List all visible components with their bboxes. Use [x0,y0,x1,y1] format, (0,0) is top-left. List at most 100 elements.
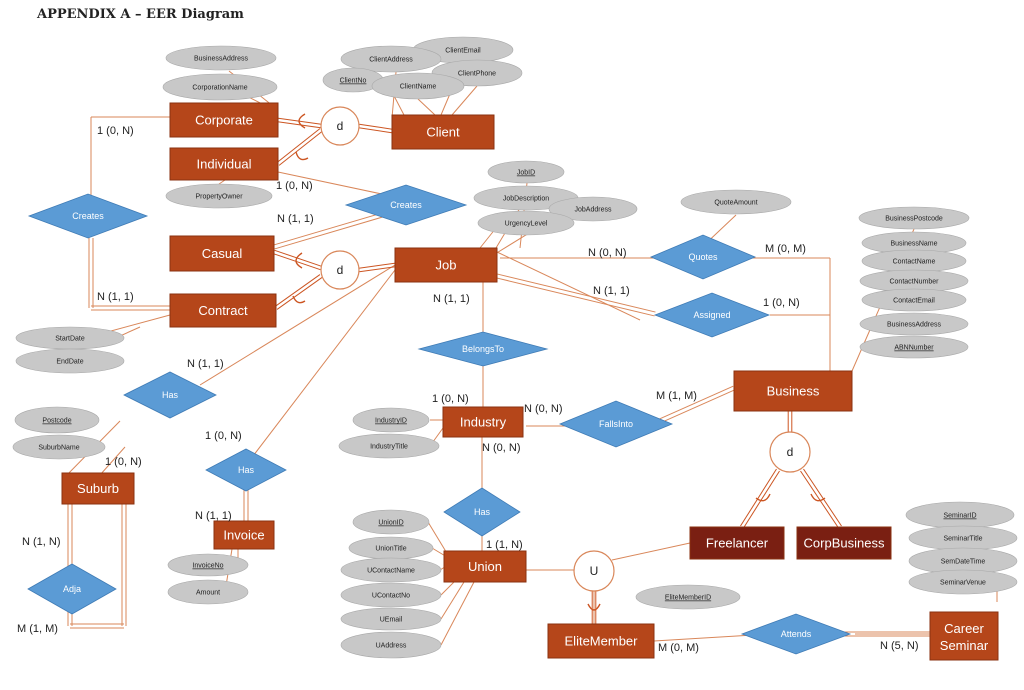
relationship-diamond [27,563,117,615]
attribute-unionid: UnionID [352,509,430,535]
attribute-uniontitle: UnionTitle [348,536,434,560]
attribute-label: ContactEmail [893,298,935,305]
attribute-enddate: EndDate [15,348,125,374]
cardinality-label: N (1, 1) [187,358,224,370]
attribute-ellipse [340,45,442,73]
relationship-diamond [443,487,521,537]
relationship-label: Attends [781,629,812,639]
attribute-businessaddress: BusinessAddress [859,312,969,336]
entity-label: CorpBusiness [804,536,885,551]
relationship-label: Creates [390,200,422,210]
inheritance-line [359,123,393,130]
cardinality-label: 1 (1, N) [486,539,523,551]
cardinality-label: 1 (0, N) [105,456,142,468]
inheritance-line [359,266,396,273]
attribute-contactname: ContactName [861,249,967,273]
inheritance-line [276,277,323,310]
attribute-ellipse [12,434,106,460]
relationship-label: Has [162,390,179,400]
connector-line [451,85,478,116]
attribute-ellipse [477,210,575,236]
specialization-label: d [337,263,344,277]
entity-client: Client [391,114,495,150]
inheritance-line [273,253,321,271]
attribute-ellipse [165,45,277,71]
relationship-diamond [649,234,757,280]
attribute-businessaddress: BusinessAddress [165,45,277,71]
attribute-clientname: ClientName [371,72,465,100]
attribute-label: SeminarTitle [943,536,982,543]
attribute-label: UContactNo [372,593,410,600]
attribute-ellipse [859,312,969,336]
attribute-label: StartDate [55,336,85,343]
cardinality-label: M (0, M) [765,243,806,255]
entity-elitemember: EliteMember [547,623,655,659]
entity-label: Corporate [195,113,253,128]
attributes-layer: BusinessAddressCorporationNameClientEmai… [12,36,1018,659]
attribute-ellipse [340,607,442,631]
entity-box [443,550,527,583]
specialization-circle: d [769,431,811,473]
attribute-jobid: JobID [487,160,565,184]
attribute-ellipse [14,406,100,434]
attribute-uaddress: UAddress [340,631,442,659]
attribute-label: QuoteAmount [714,200,757,207]
attribute-label: UContactName [367,568,415,575]
cardinality-label: N (0, N) [482,442,521,454]
relationship-assigned: Assigned [653,292,771,338]
entity-box [733,370,853,412]
connector-line [199,264,396,386]
entity-box [61,472,135,505]
entity-label: Invoice [223,528,264,543]
attribute-label: SemDateTime [941,559,986,566]
attribute-ellipse [338,433,440,459]
entity-box [391,114,495,150]
entity-label: Casual [202,246,243,261]
attribute-label: ClientAddress [369,57,413,64]
cardinality-label: N (0, N) [588,247,627,259]
connector-line [218,179,226,185]
relationship-label: FallsInto [599,419,633,429]
entity-label: Client [426,125,460,140]
cardinality-label: 1 (0, N) [97,125,134,137]
cardinality-label: N (1, 1) [593,285,630,297]
attribute-ellipse [340,582,442,608]
inheritance-line [276,128,321,163]
entity-job: Job [394,247,498,283]
entity-box [169,102,279,138]
relationship-belongsto: BelongsTo [417,331,549,367]
attribute-label: IndustryTitle [370,444,408,451]
inheritance-line [743,470,780,529]
relationship-diamond [558,400,674,448]
inheritance-line [277,121,321,129]
attribute-ellipse [167,553,249,577]
subset-arc [295,252,303,269]
attribute-label: UAddress [376,643,407,650]
entity-box [689,526,785,560]
attribute-label: EliteMemberID [665,595,711,602]
inheritance-line [358,262,395,269]
relationship-fallsinto: FallsInto [558,400,674,448]
connector-line [440,581,475,646]
attribute-ellipse [340,557,442,583]
relationship-label: Creates [72,211,104,221]
cardinalities-layer: 1 (0, N) N (1, 1) 1 (0, N) N (1, 1) N (0, N)… [17,125,919,654]
relationship-diamond [344,184,468,226]
attribute-label: SeminarID [943,513,976,520]
attribute-propertyowner: PropertyOwner [165,183,273,209]
relationship-label: Adja [63,584,81,594]
attribute-seminarvenue: SeminarVenue [908,569,1018,595]
attribute-label: Amount [196,590,220,597]
cardinality-label: 1 (0, N) [432,393,469,405]
entity-label: Suburb [77,481,119,496]
entity-box [394,247,498,283]
attribute-label: ContactNumber [889,279,939,286]
attribute-contactemail: ContactEmail [861,288,967,312]
attribute-ellipse [487,160,565,184]
inheritance-line [800,470,839,529]
entity-label: Seminar [940,638,989,653]
connector-line [611,542,691,561]
attribute-ellipse [162,73,278,101]
relationship-diamond [205,448,287,492]
